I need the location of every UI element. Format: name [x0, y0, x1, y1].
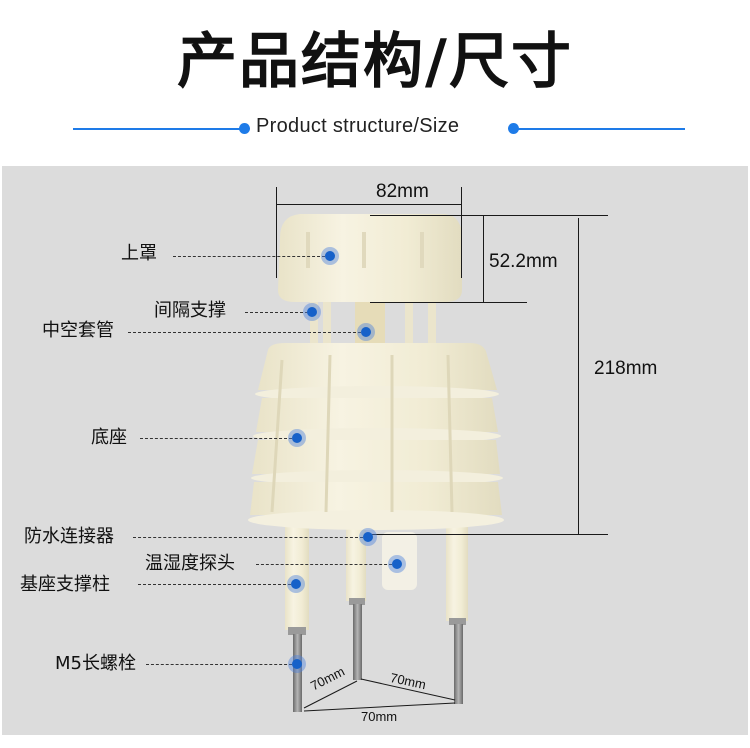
marker-waterproof-connector-icon: [363, 532, 373, 542]
subtitle-left-line: [73, 128, 243, 130]
cap-width-label: 82mm: [376, 181, 429, 202]
marker-temp-humidity-probe-icon: [392, 559, 402, 569]
bolt-spacing-bottom-label: 70mm: [361, 709, 398, 724]
cap-height-dimension-line: [483, 215, 484, 302]
subtitle-left-dot-icon: [239, 123, 250, 134]
part-label-base: 底座: [91, 427, 127, 448]
leader-line-top-cover: [173, 256, 325, 257]
top-reference-line: [370, 215, 608, 216]
subtitle-right-dot-icon: [508, 123, 519, 134]
cap-width-dimension-line: [276, 204, 462, 205]
marker-base-support-pillar-icon: [291, 579, 301, 589]
cap-height-label: 52.2mm: [489, 251, 558, 272]
total-height-dimension-line: [578, 218, 579, 534]
part-label-waterproof-connector: 防水连接器: [24, 526, 114, 547]
marker-hollow-tube-icon: [361, 327, 371, 337]
marker-top-cover-icon: [325, 251, 335, 261]
bottom-reference-line: [370, 534, 608, 535]
cap-width-left-extension: [276, 187, 277, 278]
page-title: 产品结构/尺寸: [177, 27, 573, 97]
leader-line-m5-long-bolt: [146, 664, 292, 665]
leader-line-base: [140, 438, 292, 439]
part-label-hollow-tube: 中空套管: [42, 320, 114, 341]
part-label-base-support-pillar: 基座支撑柱: [20, 574, 110, 595]
marker-m5-long-bolt-icon: [292, 659, 302, 669]
leader-line-spacer-support: [245, 312, 308, 313]
subtitle-text: Product structure/Size: [256, 115, 460, 137]
part-label-spacer-support: 间隔支撑: [154, 300, 226, 321]
leader-line-hollow-tube: [128, 332, 361, 333]
marker-base-icon: [292, 433, 302, 443]
cap-width-right-extension: [461, 187, 462, 278]
part-label-top-cover: 上罩: [121, 243, 157, 264]
part-label-m5-long-bolt: M5长螺栓: [55, 653, 136, 674]
leader-line-base-support-pillar: [138, 584, 291, 585]
leader-line-waterproof-connector: [133, 537, 363, 538]
marker-spacer-support-icon: [307, 307, 317, 317]
leader-line-temp-humidity-probe: [256, 564, 392, 565]
subtitle-right-line: [515, 128, 685, 130]
subtitle-bar: Product structure/Size: [0, 114, 750, 144]
part-label-temp-humidity-probe: 温湿度探头: [145, 553, 235, 574]
total-height-label: 218mm: [594, 358, 658, 379]
cap-bottom-reference-line: [370, 302, 527, 303]
